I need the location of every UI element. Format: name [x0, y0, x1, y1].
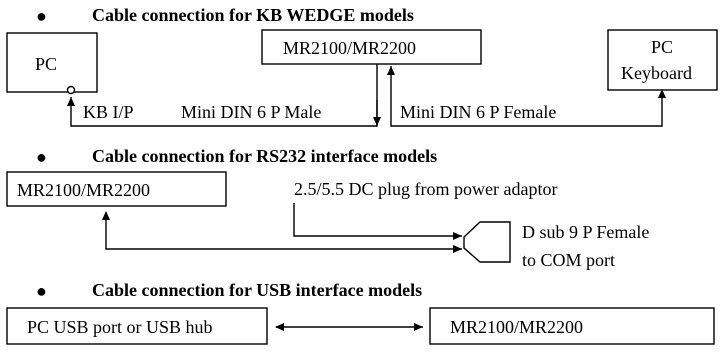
device-label-usb: MR2100/MR2200	[450, 317, 583, 337]
device-label-kb: MR2100/MR2200	[283, 38, 416, 58]
bullet: ●	[36, 147, 47, 167]
power-wire	[293, 203, 462, 240]
section-heading-kb-wedge: Cable connection for KB WEDGE models	[92, 5, 414, 25]
section-usb: ● Cable connection for USB interface mod…	[6, 280, 715, 345]
section-kb-wedge: ● Cable connection for KB WEDGE models P…	[6, 5, 718, 127]
section-heading-usb: Cable connection for USB interface model…	[92, 280, 422, 300]
female-cable-line	[387, 66, 666, 127]
kb-input-label: KB I/P	[83, 102, 134, 122]
device-box-usb	[429, 307, 715, 345]
bullet: ●	[36, 6, 47, 26]
pc-box	[6, 32, 98, 93]
male-cable-line	[67, 64, 378, 127]
device-box-kb	[261, 29, 482, 65]
rs232-cable	[102, 211, 462, 253]
section-heading-rs232: Cable connection for RS232 interface mod…	[92, 146, 437, 166]
device-box-rs232	[6, 171, 227, 207]
dsub-label-line2: to COM port	[522, 250, 615, 270]
pc-label: PC	[35, 54, 57, 74]
female-cable-label: Mini DIN 6 P Female	[400, 102, 556, 122]
power-label: 2.5/5.5 DC plug from power adaptor	[294, 179, 557, 199]
device-label-rs232: MR2100/MR2200	[17, 180, 150, 200]
male-cable-label: Mini DIN 6 P Male	[181, 102, 321, 122]
section-rs232: ● Cable connection for RS232 interface m…	[6, 146, 649, 270]
bullet: ●	[36, 281, 47, 301]
kb-input-port	[66, 85, 76, 95]
keyboard-label-line2: Keyboard	[621, 63, 692, 83]
usb-host-box	[6, 307, 268, 345]
usb-host-label: PC USB port or USB hub	[27, 317, 213, 337]
dsub-connector-icon	[463, 221, 511, 263]
keyboard-label-line1: PC	[651, 37, 673, 57]
dsub-label-line1: D sub 9 P Female	[522, 222, 649, 242]
